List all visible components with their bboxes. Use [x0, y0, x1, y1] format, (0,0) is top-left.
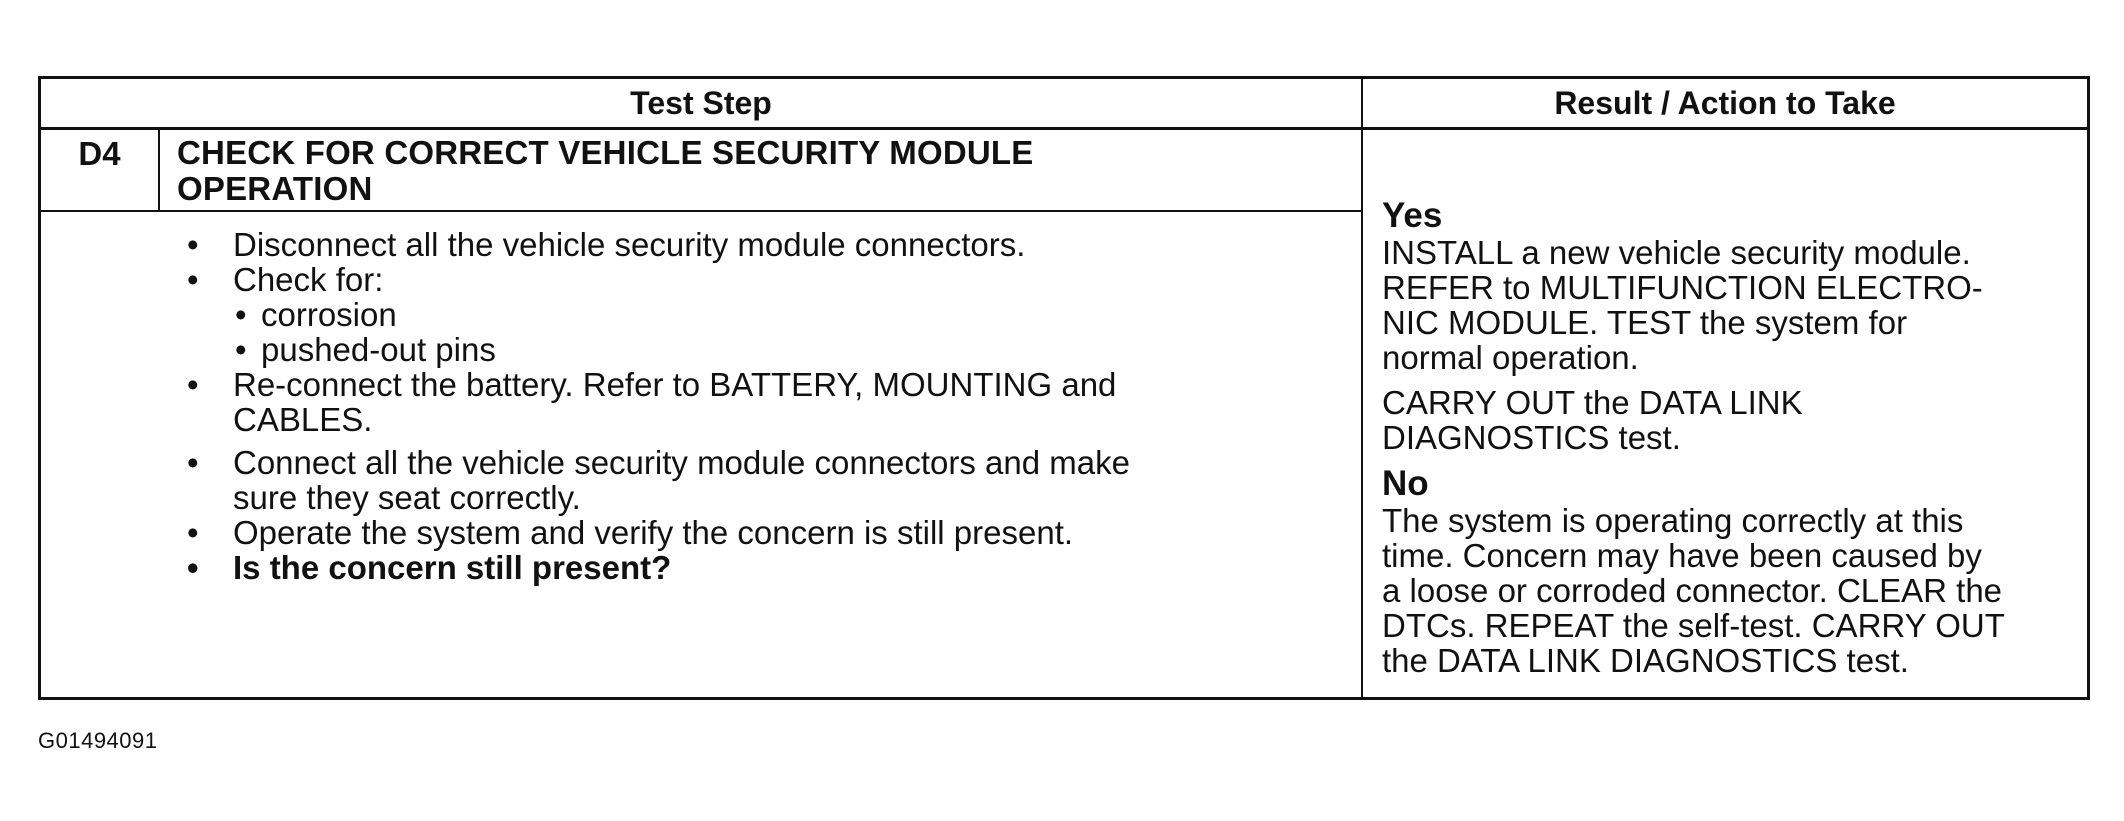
result-no-block: No The system is operating correctly at …	[1382, 464, 2087, 679]
figure-id: G01494091	[38, 728, 158, 753]
instruction-line: Connect all the vehicle security module …	[233, 444, 1130, 481]
check-for-list: corrosion pushed-out pins	[233, 297, 1381, 367]
instruction-line: Re-connect the battery. Refer to BATTERY…	[233, 366, 1117, 403]
check-for-item: pushed-out pins	[233, 332, 1381, 367]
instruction-item: Re-connect the battery. Refer to BATTERY…	[181, 367, 1381, 437]
instruction-line: sure they seat correctly.	[233, 479, 581, 516]
result-line: normal operation.	[1382, 339, 1639, 376]
diagnostic-test-table: Test Step Result / Action to Take D4 CHE…	[38, 76, 2090, 700]
step-title-line-2: OPERATION	[177, 170, 373, 207]
result-line: a loose or corroded connector. CLEAR the	[1382, 572, 2003, 609]
header-divider	[41, 127, 2087, 130]
result-no-paragraph: The system is operating correctly at thi…	[1382, 503, 2087, 678]
step-id: D4	[78, 135, 121, 172]
instruction-line: CABLES.	[233, 401, 373, 438]
instruction-item: Operate the system and verify the concer…	[181, 515, 1381, 550]
step-title: CHECK FOR CORRECT VEHICLE SECURITY MODUL…	[177, 135, 1357, 207]
result-line: REFER to MULTIFUNCTION ELECTRO-	[1382, 269, 1983, 306]
result-line: INSTALL a new vehicle security module.	[1382, 234, 1971, 271]
instruction-item: Check for: corrosion pushed-out pins	[181, 262, 1381, 367]
result-line: The system is operating correctly at thi…	[1382, 502, 1964, 539]
result-line: DIAGNOSTICS test.	[1382, 419, 1681, 456]
result-line: CARRY OUT the DATA LINK	[1382, 384, 1803, 421]
test-step-instructions: Disconnect all the vehicle security modu…	[181, 227, 1381, 585]
step-title-line-1: CHECK FOR CORRECT VEHICLE SECURITY MODUL…	[177, 134, 1034, 171]
instruction-item: Disconnect all the vehicle security modu…	[181, 227, 1381, 262]
result-yes-paragraph: INSTALL a new vehicle security module. R…	[1382, 235, 2087, 375]
result-line: time. Concern may have been caused by	[1382, 537, 1982, 574]
result-line: the DATA LINK DIAGNOSTICS test.	[1382, 642, 1909, 679]
instruction-question: Is the concern still present?	[181, 550, 1381, 585]
result-action-column: Yes INSTALL a new vehicle security modul…	[1382, 196, 2087, 679]
header-result-action: Result / Action to Take	[1554, 85, 1896, 121]
result-line: DTCs. REPEAT the self-test. CARRY OUT	[1382, 607, 2005, 644]
instruction-text: Check for:	[233, 261, 384, 298]
instruction-item: Connect all the vehicle security module …	[181, 445, 1381, 515]
result-yes-paragraph: CARRY OUT the DATA LINK DIAGNOSTICS test…	[1382, 385, 2087, 455]
header-test-step: Test Step	[630, 85, 772, 121]
check-for-item: corrosion	[233, 297, 1381, 332]
step-title-divider	[41, 210, 1361, 212]
result-yes-heading: Yes	[1382, 196, 1443, 235]
result-no-heading: No	[1382, 464, 1429, 503]
step-id-divider	[158, 130, 160, 210]
result-yes-block: Yes INSTALL a new vehicle security modul…	[1382, 196, 2087, 456]
result-line: NIC MODULE. TEST the system for	[1382, 304, 1908, 341]
